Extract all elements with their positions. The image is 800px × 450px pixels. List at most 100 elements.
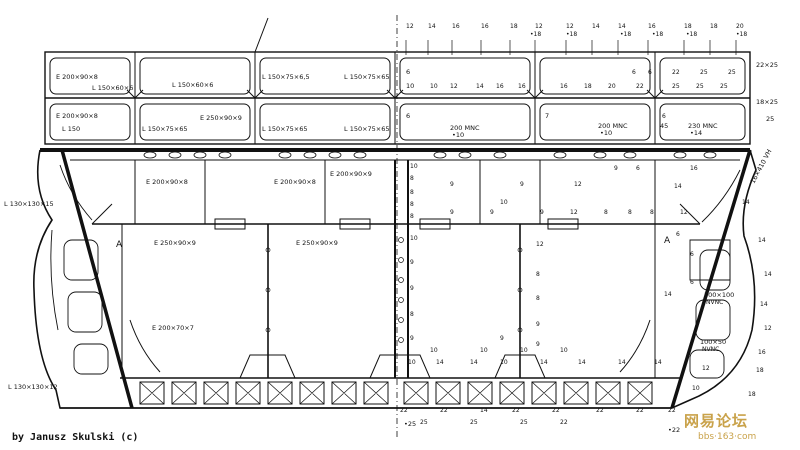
label: •10 — [600, 129, 612, 137]
thickness-label: 9 — [614, 165, 618, 172]
thickness-label: 18 — [510, 23, 518, 30]
label: 45 — [660, 122, 668, 130]
thickness-label: 22 — [636, 83, 644, 90]
dimension-ticks — [405, 40, 737, 55]
thickness-label: 10 — [500, 199, 508, 206]
thickness-label: •18 — [652, 31, 663, 38]
thickness-label: 9 — [410, 259, 414, 266]
thickness-label: •18 — [736, 31, 747, 38]
thickness-label: 12 — [406, 23, 414, 30]
label: 16×410 VH — [749, 148, 774, 185]
thickness-label: 9 — [520, 181, 524, 188]
label: L 150×75×65 — [262, 125, 308, 133]
thickness-label: 6 — [676, 231, 680, 238]
watermark-text: 网易论坛 — [684, 412, 749, 430]
thickness-label: 14 — [764, 271, 772, 278]
thickness-label: 14 — [742, 199, 750, 206]
thickness-label: 10 — [560, 347, 568, 354]
label: NVNC — [706, 299, 723, 306]
thickness-label: 8 — [410, 213, 414, 220]
thickness-label: 14 — [664, 291, 672, 298]
thickness-label: 22 — [440, 407, 448, 414]
thickness-label: 14 — [480, 407, 488, 414]
label: E 200×90×8 — [146, 178, 188, 186]
thickness-label: 10 — [692, 385, 700, 392]
thickness-label: 6 — [632, 69, 636, 76]
thickness-label: 9 — [450, 209, 454, 216]
label: 230 MNC — [688, 122, 718, 130]
thickness-label: 22 — [596, 407, 604, 414]
thickness-label: 25 — [520, 419, 528, 426]
thickness-label: 9 — [500, 335, 504, 342]
author-credit: by Janusz Skulski (c) — [12, 432, 139, 443]
thickness-label: 6 — [636, 165, 640, 172]
thickness-label: 16 — [690, 165, 698, 172]
thickness-label: 22 — [560, 419, 568, 426]
thickness-label: 14 — [618, 359, 626, 366]
thickness-label: 9 — [410, 285, 414, 292]
label: NVNC — [702, 346, 719, 353]
thickness-label: 12 — [570, 209, 578, 216]
thickness-label: 12 — [764, 325, 772, 332]
thickness-label: 14 — [428, 23, 436, 30]
thickness-label: 12 — [450, 83, 458, 90]
label: E 200×90×8 — [56, 73, 98, 81]
label: 25 — [766, 115, 774, 123]
thickness-label: 25 — [470, 419, 478, 426]
label: L 150×75×65 — [142, 125, 188, 133]
thickness-label: 14 — [654, 359, 662, 366]
label: E 200×90×8 — [274, 178, 316, 186]
label: 100×100 — [704, 291, 734, 299]
thickness-label: 10 — [410, 235, 418, 242]
thickness-label: 18 — [584, 83, 592, 90]
thickness-label: 16 — [518, 83, 526, 90]
label: •14 — [690, 129, 702, 137]
thickness-label: 8 — [410, 201, 414, 208]
label: 18×25 — [756, 98, 778, 106]
thickness-label: 20 — [736, 23, 744, 30]
thickness-label: 14 — [476, 83, 484, 90]
thickness-label: 14 — [760, 301, 768, 308]
thickness-label: 25 — [696, 83, 704, 90]
thickness-label: 20 — [608, 83, 616, 90]
thickness-label: 16 — [481, 23, 489, 30]
thickness-label: 9 — [490, 209, 494, 216]
label: 200 MNC — [450, 124, 480, 132]
thickness-label: 12 — [536, 241, 544, 248]
thickness-label: 14 — [618, 23, 626, 30]
thickness-label: 22 — [668, 407, 676, 414]
thickness-label: 22 — [400, 407, 408, 414]
label: 10 — [406, 82, 414, 90]
thickness-label: 10 — [430, 347, 438, 354]
thickness-label: 18 — [684, 23, 692, 30]
thickness-label: 10 — [500, 359, 508, 366]
thickness-label: 25 — [672, 83, 680, 90]
thickness-label: •18 — [566, 31, 577, 38]
label: E 250×90×9 — [200, 114, 242, 122]
label: E 250×90×9 — [154, 239, 196, 247]
label: L 150×75×65 — [344, 73, 390, 81]
thickness-label: 18 — [748, 391, 756, 398]
thickness-label: 14 — [578, 359, 586, 366]
thickness-label: 9 — [450, 181, 454, 188]
thickness-label: 6 — [690, 251, 694, 258]
thickness-label: 25 — [700, 69, 708, 76]
thickness-label: 8 — [536, 271, 540, 278]
label: L 150 — [62, 125, 80, 133]
label: L 130×130×12 — [8, 383, 58, 391]
deckhouse — [44, 17, 751, 145]
label: L 150×75×6,5 — [262, 73, 310, 81]
label: •10 — [452, 131, 464, 139]
thickness-label: 10 — [480, 347, 488, 354]
thickness-label: 16 — [496, 83, 504, 90]
thickness-label: 9 — [540, 209, 544, 216]
thickness-label: 22 — [636, 407, 644, 414]
thickness-label: 22 — [672, 69, 680, 76]
label: E 200×90×8 — [56, 112, 98, 120]
thickness-label: 18 — [756, 367, 764, 374]
label: 6 — [406, 68, 410, 76]
thickness-label: 8 — [650, 209, 654, 216]
label: •22 — [668, 426, 680, 434]
thickness-label: 18 — [710, 23, 718, 30]
